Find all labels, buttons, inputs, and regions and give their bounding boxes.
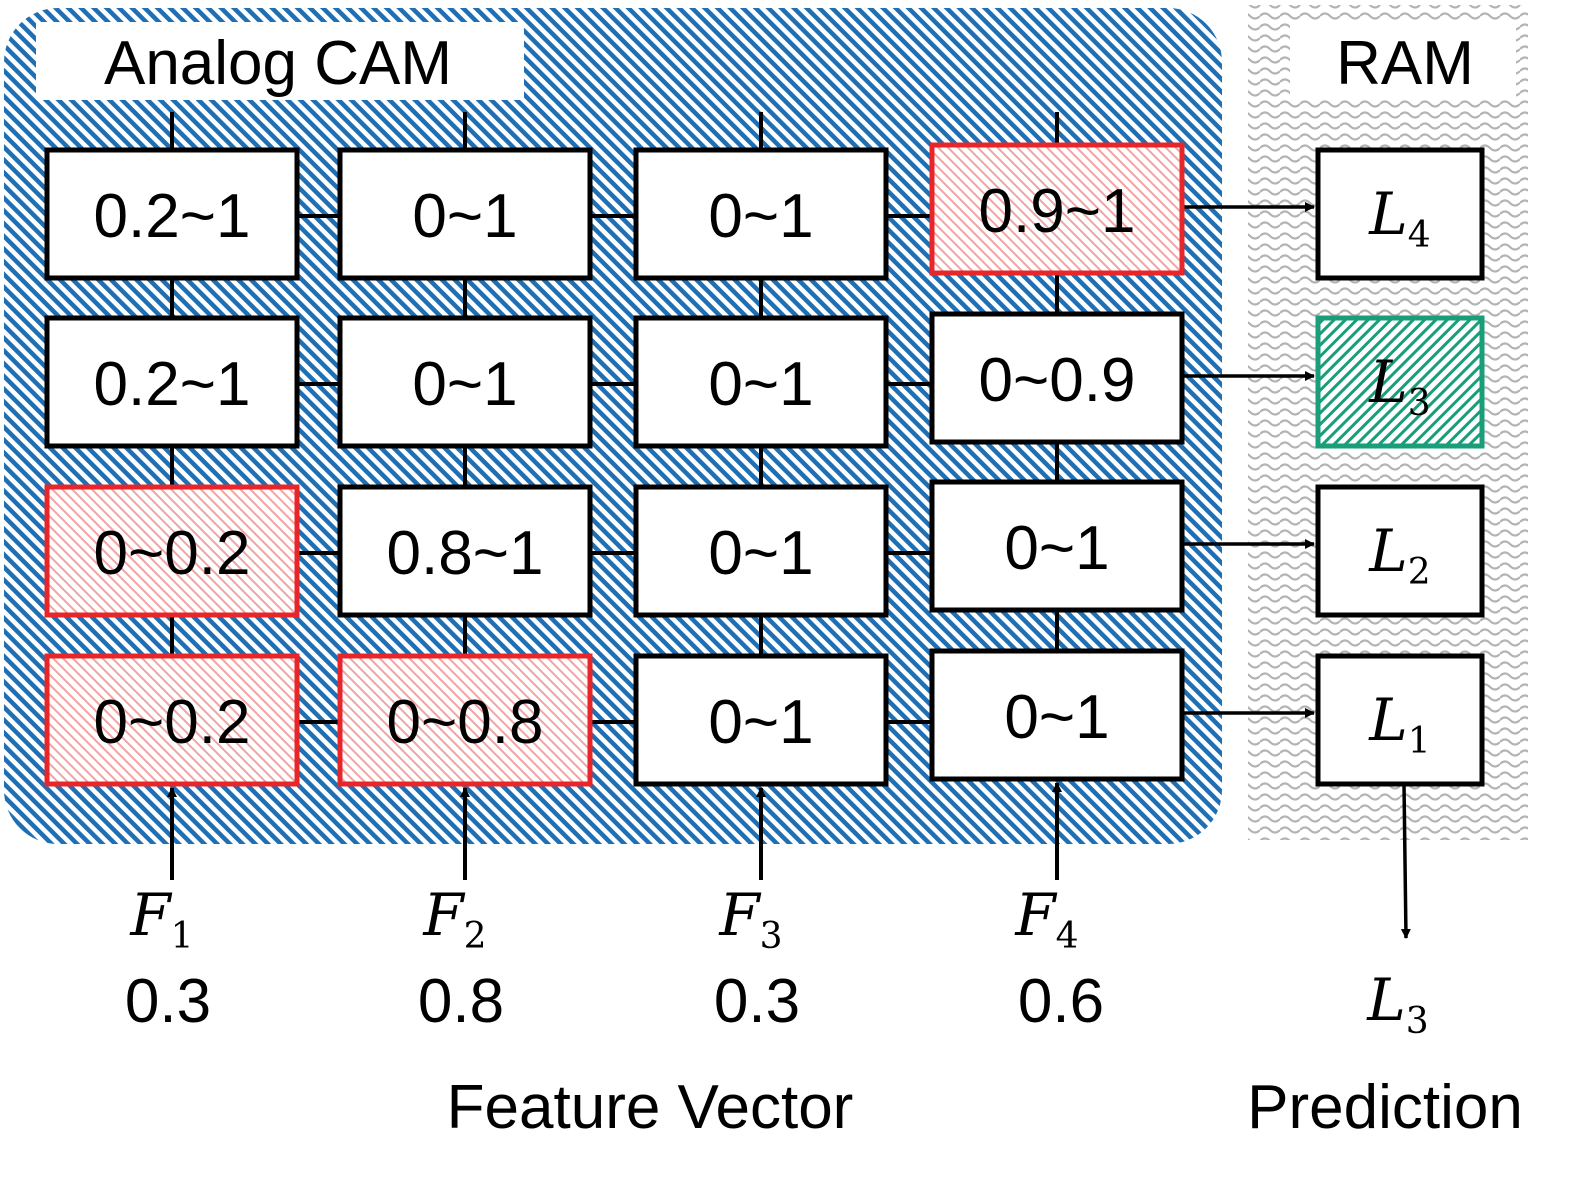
cam-cell: [929, 311, 1185, 445]
prediction-arrow: [1400, 783, 1411, 939]
cam-cell-range: 0~1: [1004, 683, 1109, 752]
cam-cell-range: 0~0.2: [94, 519, 251, 588]
cam-cell-range: 0~0.9: [979, 346, 1136, 415]
cam-cell: [44, 147, 300, 281]
cam-cell-range: 0~1: [708, 350, 813, 419]
cam-cell-mismatch: [44, 484, 300, 618]
ram-label: L2: [1368, 517, 1430, 593]
feature-symbol: F1: [129, 881, 193, 957]
prediction-label: Prediction: [1247, 1073, 1523, 1142]
cam-cell: [633, 147, 889, 281]
feature-vector-label: Feature Vector: [447, 1073, 854, 1142]
ram-cell: [1315, 147, 1485, 281]
cam-cell: [633, 315, 889, 449]
cam-cell-range: 0~1: [708, 182, 813, 251]
feature-layer: L3 F1 0.3 F2 0.8 F3 0.3 F4 0.6: [125, 881, 1429, 1042]
cam-cell-range: 0.8~1: [387, 519, 544, 588]
ram-label: L4: [1368, 180, 1430, 256]
cam-cell: [337, 484, 593, 618]
cam-cell-range: 0~0.8: [387, 688, 544, 757]
cam-cell-range: 0.2~1: [94, 182, 251, 251]
ram-cell: [1315, 653, 1485, 787]
ram-title: RAM: [1336, 29, 1474, 98]
cam-cell-range: 0~1: [412, 350, 517, 419]
feature-value: 0.3: [714, 967, 800, 1036]
cam-cell-range: 0~0.2: [94, 688, 251, 757]
cam-title-plaque: [36, 22, 524, 100]
cam-cell: [929, 479, 1185, 613]
cam-cell-layer: 0.2~1 0~1 0~1 0.9~1 0.2~1 0~1 0~1 0~0.9 0~0.2 0.8…: [44, 142, 1185, 787]
cam-cell: [633, 484, 889, 618]
cam-cell-range: 0~1: [412, 182, 517, 251]
cam-cell-range: 0~1: [708, 688, 813, 757]
feature-symbol: F4: [1014, 881, 1078, 957]
cam-cell: [929, 648, 1185, 782]
cam-cell: [337, 147, 593, 281]
feature-value: 0.6: [1018, 967, 1104, 1036]
feature-symbol: F3: [718, 881, 782, 957]
feature-value: 0.3: [125, 967, 211, 1036]
ram-label: L3: [1368, 348, 1430, 424]
ram-cell-match: [1315, 315, 1485, 449]
cam-cell: [337, 315, 593, 449]
cam-cell-range: 0.9~1: [979, 177, 1136, 246]
prediction-output: L3: [1366, 966, 1428, 1042]
ram-label: L1: [1368, 686, 1430, 762]
ram-cell: [1315, 484, 1485, 618]
cam-cell-range: 0~1: [1004, 514, 1109, 583]
ram-title-plaque: [1290, 22, 1516, 98]
feature-value: 0.8: [418, 967, 504, 1036]
cam-cell-mismatch: [337, 653, 593, 787]
cam-cell-range: 0.2~1: [94, 350, 251, 419]
cam-cell-mismatch: [929, 142, 1185, 276]
cam-cell-mismatch: [44, 653, 300, 787]
wire-layer: [167, 112, 1411, 939]
cam-title: Analog CAM: [104, 29, 452, 98]
feature-symbol: F2: [422, 881, 486, 957]
cam-cell: [633, 653, 889, 787]
cam-cell: [44, 315, 300, 449]
cam-cell-range: 0~1: [708, 519, 813, 588]
